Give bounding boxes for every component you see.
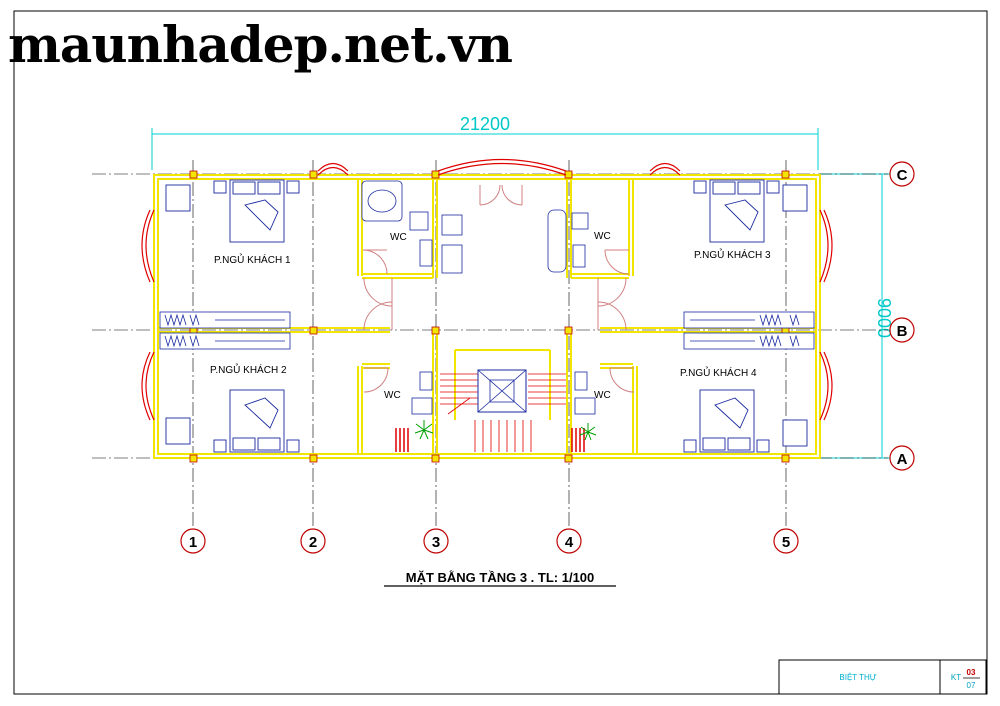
grid-row-label: A [897,451,908,468]
doors [362,184,635,393]
grid-col-label: 4 [565,534,574,551]
grid-row-label: B [897,323,908,340]
dimension-width-label: 21200 [460,114,510,134]
title-block-sheet: 03 [967,668,976,677]
room-label-wc: WC [384,390,401,401]
structural-columns [189,170,790,463]
title-block-project: BIỆT THỰ [839,673,876,682]
elevator [477,369,527,413]
grid-col-label: 5 [782,534,790,551]
wardrobes [159,311,815,350]
room-label-guest3: P.NGỦ KHÁCH 3 [694,248,771,261]
grid-row-label: C [897,167,908,184]
grid-row-markers: C B A [889,161,915,471]
grid-col-label: 3 [432,534,440,551]
watermark-logo: maunhadep.net.vn [8,15,513,74]
title-block: BIỆT THỰ KT 03 07 [778,659,987,695]
room-label-guest4: P.NGỦ KHÁCH 4 [680,366,757,379]
sheet-border [13,10,988,695]
plant-icon [414,420,597,441]
room-label-wc: WC [594,390,611,401]
balcony-railings [395,420,597,452]
room-label-guest1: P.NGỦ KHÁCH 1 [214,253,291,266]
room-label-guest2: P.NGỦ KHÁCH 2 [210,363,287,376]
room-label-wc: WC [594,231,611,242]
beds [165,179,808,453]
drawing-title: MẶT BẰNG TẦNG 3 . TL: 1/100 [406,570,595,585]
bathroom-fixtures [361,180,596,415]
title-block-code: KT [951,673,961,682]
grid-col-label: 1 [189,534,197,551]
dimension-depth-label: 9000 [874,298,894,338]
windows [141,158,833,421]
grid-col-markers: 1 2 3 4 5 [180,528,799,554]
room-labels: P.NGỦ KHÁCH 1 P.NGỦ KHÁCH 2 P.NGỦ KHÁCH … [210,231,771,401]
staircase [440,369,566,452]
room-label-wc: WC [390,232,407,243]
grid-col-label: 2 [309,534,317,551]
title-block-total: 07 [967,681,976,690]
dimension-depth: 9000 [820,173,894,459]
dimension-width: 21200 [151,114,819,170]
